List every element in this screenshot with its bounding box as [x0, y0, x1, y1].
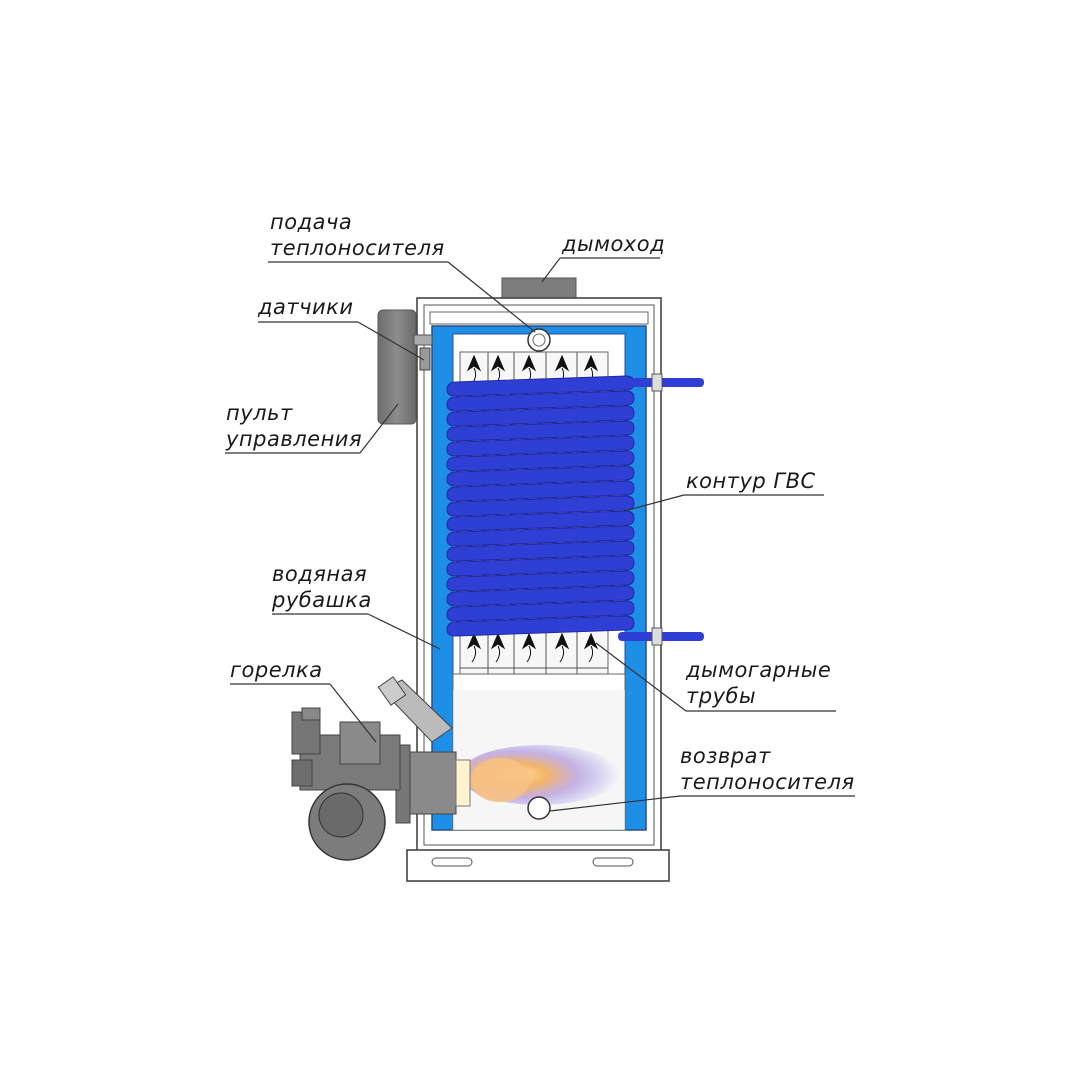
- jacket-label-1: водяная: [272, 562, 367, 586]
- return-label-1: возврат: [680, 744, 771, 768]
- coil-turn: [446, 435, 635, 457]
- dhw-pipes: [618, 373, 704, 646]
- sensors-label: датчики: [257, 295, 354, 319]
- coil-turn: [446, 615, 635, 637]
- panel-label-1: пульт: [226, 401, 293, 425]
- coil-turn: [446, 390, 635, 412]
- return-label-2: теплоносителя: [680, 770, 855, 794]
- combustion-chamber: [452, 673, 626, 831]
- burner: [291, 676, 471, 861]
- panel-label-2: управления: [225, 427, 362, 451]
- supply-label-1: подача: [270, 210, 352, 234]
- coil-turn: [446, 480, 635, 502]
- supply-nozzle: [527, 328, 551, 352]
- coil-turn: [446, 570, 635, 592]
- flue-arrow-icon: [466, 354, 599, 385]
- coil-turn: [446, 510, 635, 532]
- firetubes-label-2: трубы: [686, 684, 756, 708]
- coil-turn: [446, 420, 635, 442]
- coil-turn: [446, 495, 635, 517]
- coil-turn: [446, 540, 635, 562]
- chimney-label: дымоход: [561, 232, 665, 256]
- dhw-circuit-label: контур ГВС: [686, 469, 816, 493]
- labels: подача теплоносителя дымоход датчики пул…: [225, 210, 855, 794]
- coil-turn: [446, 585, 635, 607]
- coil-turn: [446, 600, 635, 622]
- coil-turn: [446, 555, 635, 577]
- dhw-coil: [446, 375, 635, 637]
- return-nozzle: [527, 796, 551, 820]
- coil-turn: [446, 450, 635, 472]
- firetubes-label-1: дымогарные: [685, 658, 831, 682]
- supply-label-2: теплоносителя: [270, 236, 445, 260]
- coil-turn: [446, 405, 635, 427]
- flue-arrow-icon: [466, 632, 599, 663]
- jacket-label-2: рубашка: [271, 588, 372, 612]
- coil-turn: [446, 465, 635, 487]
- leader-lines: [225, 257, 855, 812]
- burner-label: горелка: [230, 658, 323, 682]
- coil-turn: [446, 525, 635, 547]
